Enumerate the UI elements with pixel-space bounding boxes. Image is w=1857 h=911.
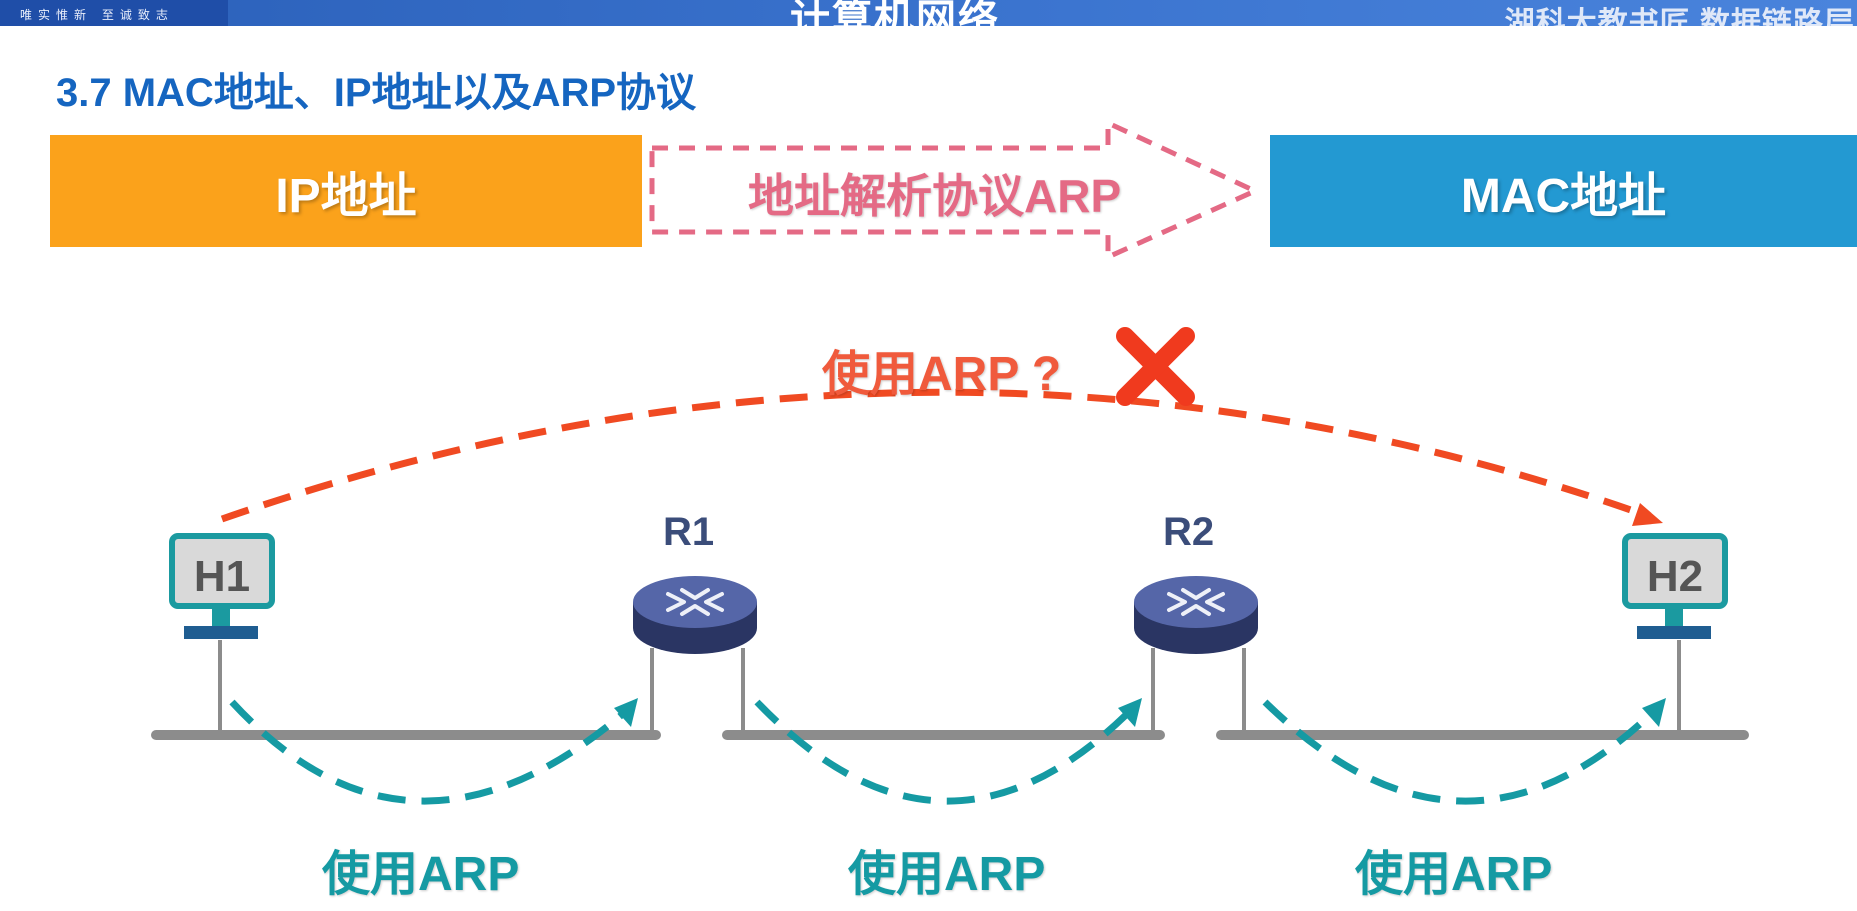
host-h1-label: H1 xyxy=(194,552,250,601)
host-h2-icon xyxy=(1622,533,1728,639)
arp-segment-label-2: 使用ARP xyxy=(848,848,1046,901)
ip-address-label: IP地址 xyxy=(275,170,417,223)
course-title: 计算机网络 xyxy=(790,0,1000,26)
motto-text: 唯实惟新 至诚致志 xyxy=(20,8,174,22)
header-bar: 唯实惟新 至诚致志 计算机网络 湖科大教书匠 数据链路层 xyxy=(0,0,1857,26)
arp-arc-segment-3 xyxy=(1262,699,1656,805)
ip-address-banner: IP地址 xyxy=(50,135,642,247)
arp-segment-label-1: 使用ARP xyxy=(322,848,520,901)
slide-title: 3.7 MAC地址、IP地址以及ARP协议 xyxy=(56,71,697,115)
cross-icon xyxy=(1116,327,1195,406)
arp-arc-segment-1 xyxy=(229,699,628,805)
router-r1-label: R1 xyxy=(663,510,715,554)
arp-arc-arrowhead-3 xyxy=(1642,698,1666,727)
long-arp-curve xyxy=(220,388,1650,523)
long-arp-arrowhead xyxy=(1632,503,1663,526)
mac-address-banner: MAC地址 xyxy=(1270,135,1857,247)
arp-segment-label-3: 使用ARP xyxy=(1355,848,1553,901)
router-r2-icon xyxy=(1134,576,1258,654)
school-name: 湖科大教书匠 数据链路层 xyxy=(1504,7,1855,26)
router-r2-label: R2 xyxy=(1163,510,1215,554)
arp-protocol-label: 地址解析协议ARP xyxy=(748,170,1122,222)
arp-arc-arrowhead-2 xyxy=(1118,698,1142,727)
router-r1-icon xyxy=(633,576,757,654)
host-h1-icon xyxy=(169,533,275,639)
use-arp-question: 使用ARP ? xyxy=(822,348,1062,401)
host-h2-label: H2 xyxy=(1647,552,1703,601)
arp-arc-arrowhead-1 xyxy=(614,698,638,727)
arp-arc-segment-2 xyxy=(754,699,1132,805)
arp-arrow-outline xyxy=(649,119,1262,261)
mac-address-label: MAC地址 xyxy=(1460,170,1667,223)
motto-box: 唯实惟新 至诚致志 xyxy=(0,0,228,26)
